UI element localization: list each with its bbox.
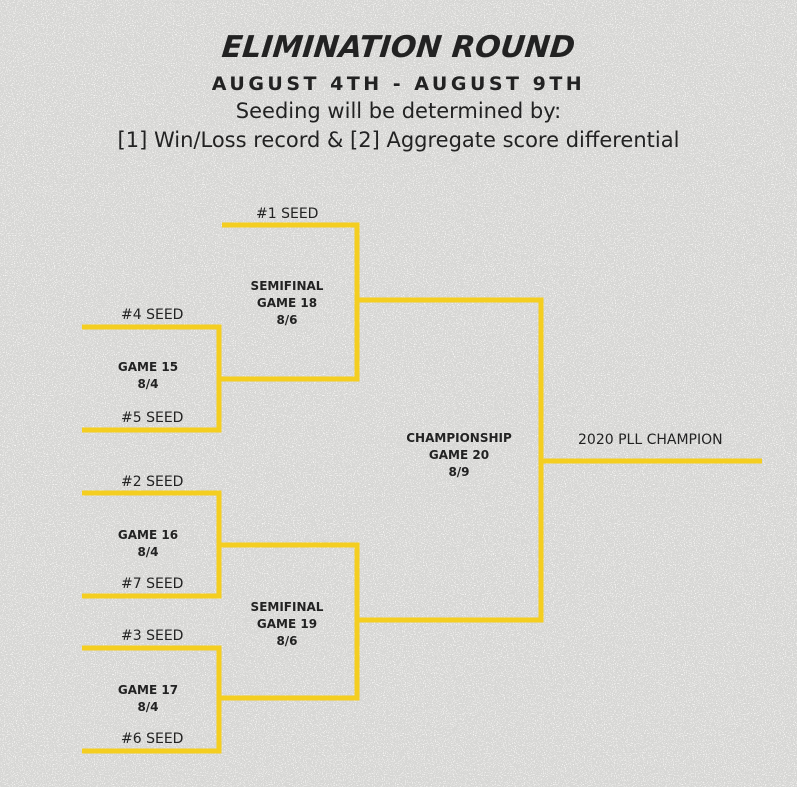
game-15-name: GAME 15 [117,360,179,374]
game-19-name: GAME 19 [256,617,318,631]
bracket-line-seed1 [222,222,360,300]
game-19-label: SEMIFINAL [250,600,324,614]
seed-7-label: #7 SEED [121,576,184,592]
bracket-line-game19-winner [357,460,544,623]
date-range: AUGUST 4TH - AUGUST 9TH [211,73,586,95]
game-19-date: 8/6 [276,634,298,648]
game-15-date: 8/4 [137,377,159,391]
game-18-date: 8/6 [276,313,298,327]
seed-2-label: #2 SEED [121,474,184,490]
seeding-note-line2: [1] Win/Loss record & [2] Aggregate scor… [117,128,680,152]
game-17-date: 8/4 [137,700,159,714]
champion-label: 2020 PLL CHAMPION [578,432,723,448]
game-20-box: CHAMPIONSHIP GAME 20 8/9 [395,430,523,481]
game-16-name: GAME 16 [117,528,179,542]
game-16-date: 8/4 [137,545,159,559]
game-20-label: CHAMPIONSHIP [406,431,512,445]
game-20-name: GAME 20 [428,448,490,462]
seed-4-label: #4 SEED [121,307,184,323]
seeding-note-line1: Seeding will be determined by: [235,99,562,123]
bracket-line-game18-winner [357,297,544,462]
game-19-box: SEMIFINAL GAME 19 8/6 [234,599,340,650]
game-17-name: GAME 17 [117,683,179,697]
seed-1-label: #1 SEED [256,206,319,222]
game-20-date: 8/9 [448,465,470,479]
seed-6-label: #6 SEED [121,731,184,747]
game-18-label: SEMIFINAL [250,279,324,293]
game-17-box: GAME 17 8/4 [100,682,196,716]
game-16-box: GAME 16 8/4 [100,527,196,561]
game-18-name: GAME 18 [256,296,318,310]
game-18-box: SEMIFINAL GAME 18 8/6 [234,278,340,329]
game-15-box: GAME 15 8/4 [100,359,196,393]
seed-3-label: #3 SEED [121,628,184,644]
bracket-line-game15-winner [219,298,360,382]
seed-5-label: #5 SEED [121,410,184,426]
